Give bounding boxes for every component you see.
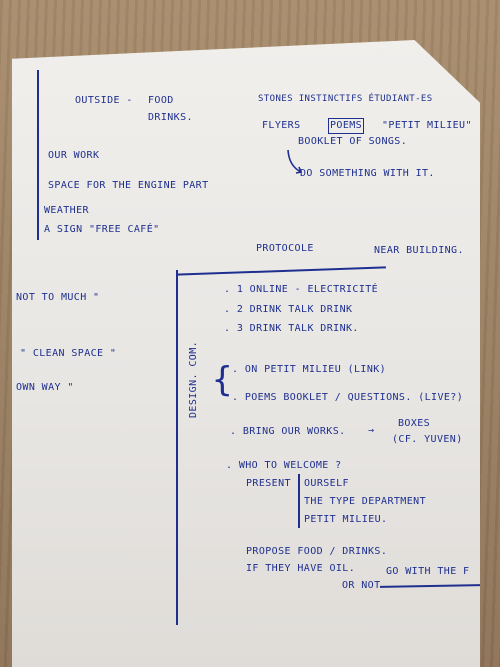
note-not-to-much: not to much " [16,292,100,303]
present-type-dept: The type department [304,496,426,507]
paper-sheet [12,40,480,667]
note-booklet: Booklet of songs. [298,136,408,147]
note-stones: Stones instinctifs étudiant-es [258,94,433,104]
note-do-something: Do something with it. [300,168,435,179]
note-own-way: own way " [16,382,74,393]
note-petit-milieu: "Petit milieu" [382,120,472,131]
com-item-1: . on petit milieu (link) [232,364,387,375]
propose-food: Propose food / drinks. [246,546,388,557]
note-outside: Outside - [75,95,133,106]
design-com-label: Design. com. [188,340,199,418]
present-label: Present [246,478,291,489]
protocole-vertical-line [176,270,178,625]
present-petit-milieu: Petit milieu. [304,514,388,525]
arrow-right-icon: → [368,425,375,436]
bring-works: . Bring our works. [230,426,346,437]
or-not: or not [342,580,381,591]
if-they-have: If they have oil. [246,563,356,574]
step-1: . 1 Online - Electricité [224,284,379,295]
note-flyers: Flyers [262,120,301,131]
brace-icon: { [212,360,233,400]
note-clean-space: " clean space " [20,348,117,359]
present-ourself: Ourself [304,478,349,489]
note-poems: Poems [327,118,365,134]
note-food: Food [148,95,174,106]
note-drinks: Drinks. [148,112,193,123]
left-bracket-line [37,70,39,240]
step-3: . 3 Drink talk drink. [224,323,359,334]
boxes-1: Boxes [398,418,431,429]
note-weather: Weather [44,205,89,216]
note-sign: A sign "free café" [44,224,160,235]
go-with: Go with the f [386,566,470,577]
step-2: . 2 Drink talk drink [224,304,353,315]
arrow-icon [287,149,303,174]
note-near-building: Near building. [374,245,464,256]
boxes-2: (cf. Yuven) [392,434,463,445]
who-welcome: . Who to welcome ? [226,460,342,471]
protocole-heading: Protocole [256,243,314,254]
note-our-work: Our work [48,150,100,161]
note-space: Space for the engine part [48,180,209,191]
present-bracket-line [298,474,300,528]
com-item-2: . Poems booklet / questions. (live?) [232,392,464,403]
